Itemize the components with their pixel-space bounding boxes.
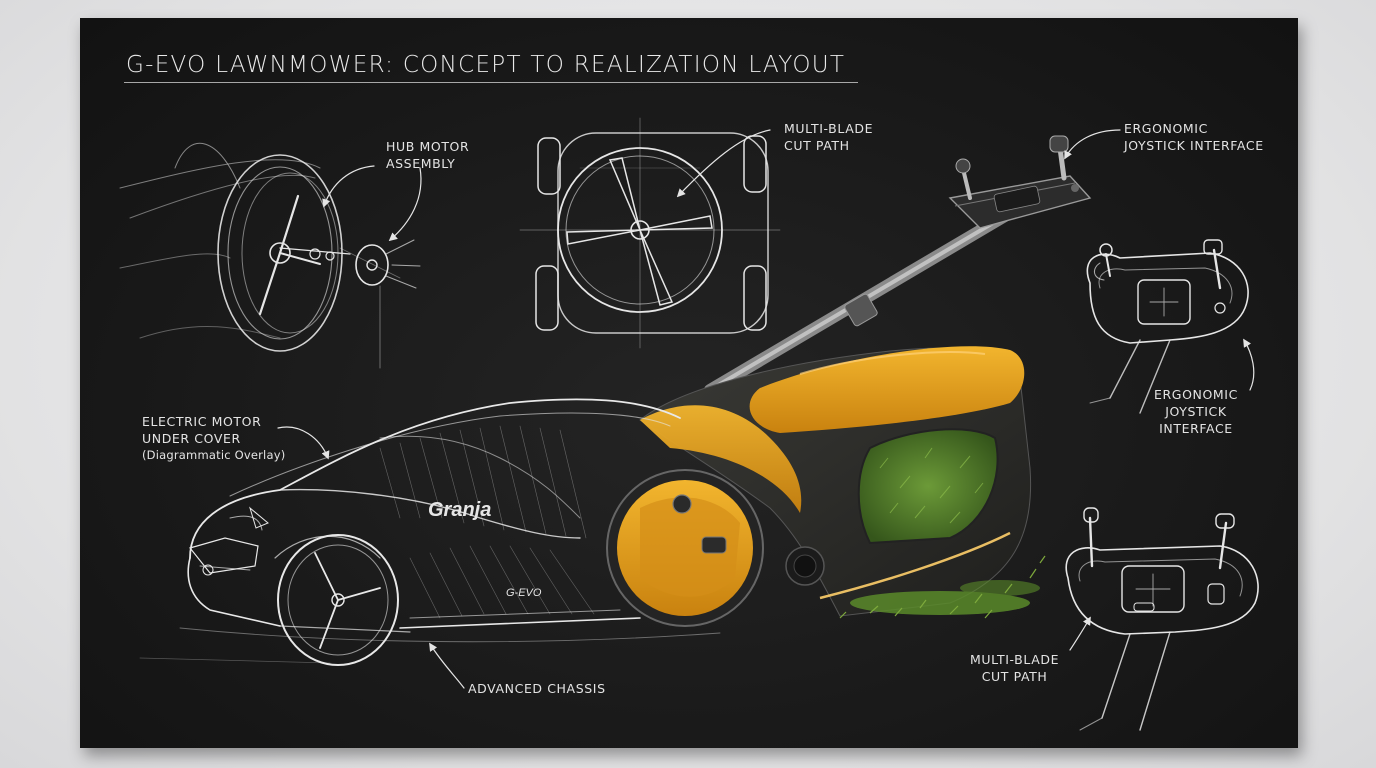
callout-hub-motor-line: HUB MOTOR bbox=[386, 139, 470, 154]
callout-joystick-top-line: JOYSTICK INTERFACE bbox=[1124, 138, 1264, 153]
arrow-joystick-top bbox=[1064, 129, 1121, 160]
joystick-sketch-upper bbox=[1086, 239, 1249, 414]
callout-joystick-top-line: ERGONOMIC bbox=[1124, 121, 1208, 136]
arrow-joystick-mid bbox=[1243, 338, 1255, 391]
arrow-electric-motor bbox=[277, 426, 330, 460]
callout-joystick-mid: ERGONOMIC JOYSTICK INTERFACE bbox=[1154, 386, 1238, 437]
callout-multi-blade-bottom: MULTI-BLADE CUT PATH bbox=[970, 651, 1059, 685]
arrow-hub-motor-b bbox=[388, 167, 422, 242]
callout-electric-motor-line: ELECTRIC MOTOR bbox=[142, 414, 262, 429]
callout-joystick-mid-line: JOYSTICK bbox=[1165, 404, 1227, 419]
poster-board: Granja G-EVO G-EVO LAWNMOWER: CONCEPT TO… bbox=[80, 18, 1298, 748]
callout-electric-motor-note: (Diagrammatic Overlay) bbox=[142, 448, 286, 462]
callout-electric-motor-line: UNDER COVER bbox=[142, 431, 241, 446]
car-wireframe-sketch bbox=[139, 398, 721, 666]
arrow-advanced-chassis bbox=[429, 642, 465, 689]
callout-joystick-mid-line: ERGONOMIC bbox=[1154, 387, 1238, 402]
title-underline bbox=[124, 82, 858, 83]
arrow-blade-top bbox=[676, 129, 771, 198]
arrow-blade-bottom bbox=[1069, 616, 1091, 651]
callout-multi-blade-top: MULTI-BLADE CUT PATH bbox=[784, 120, 873, 154]
callout-multi-blade-bottom-line: MULTI-BLADE bbox=[970, 652, 1060, 667]
mower-body-render bbox=[606, 346, 1046, 627]
callout-multi-blade-top-line: MULTI-BLADE bbox=[784, 121, 874, 136]
callout-electric-motor: ELECTRIC MOTOR UNDER COVER (Diagrammatic… bbox=[142, 413, 285, 464]
mower-handle bbox=[704, 135, 1092, 396]
callout-advanced-chassis-line: ADVANCED CHASSIS bbox=[468, 681, 606, 696]
hub-motor-sketch bbox=[119, 142, 421, 369]
callout-hub-motor-line: ASSEMBLY bbox=[386, 156, 456, 171]
blade-top-view-sketch bbox=[519, 117, 781, 349]
callout-advanced-chassis: ADVANCED CHASSIS bbox=[468, 680, 606, 697]
concept-illustration: Granja G-EVO bbox=[119, 117, 1259, 731]
callout-multi-blade-bottom-line: CUT PATH bbox=[981, 669, 1048, 684]
arrow-hub-motor-a bbox=[322, 165, 375, 208]
model-badge: G-EVO bbox=[506, 587, 542, 599]
joystick-sketch-lower bbox=[1065, 507, 1259, 731]
callout-joystick-mid-line: INTERFACE bbox=[1159, 421, 1233, 436]
callout-hub-motor: HUB MOTOR ASSEMBLY bbox=[386, 138, 469, 172]
callout-arrows bbox=[277, 129, 1255, 689]
page-title: G-EVO LAWNMOWER: CONCEPT TO REALIZATION … bbox=[126, 52, 846, 78]
callout-multi-blade-top-line: CUT PATH bbox=[784, 138, 850, 153]
callout-joystick-top: ERGONOMIC JOYSTICK INTERFACE bbox=[1124, 120, 1264, 154]
brand-badge: Granja bbox=[428, 499, 491, 521]
